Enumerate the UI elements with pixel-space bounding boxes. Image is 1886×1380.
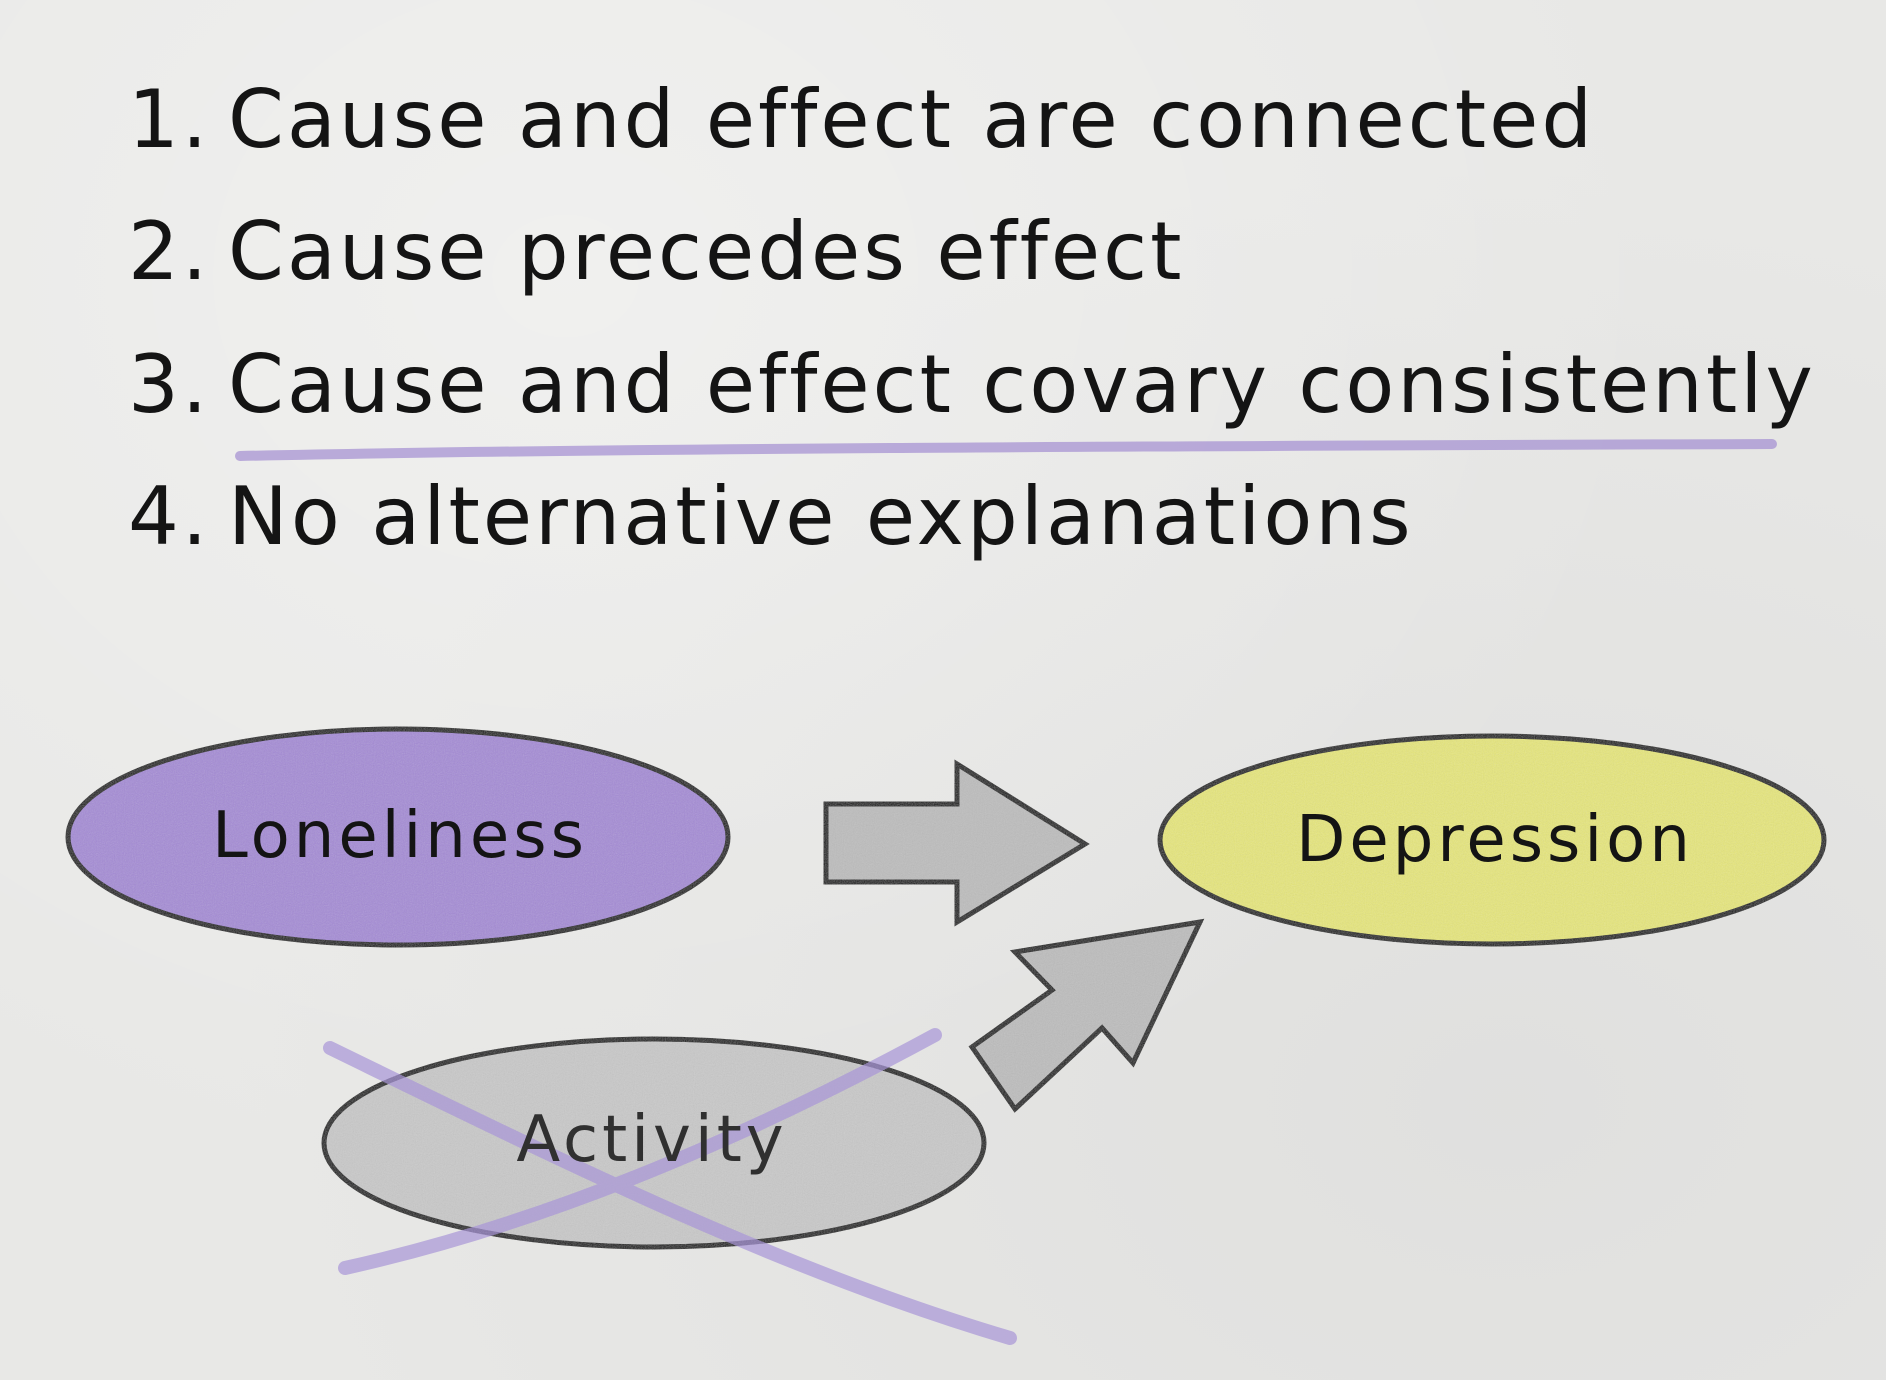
loneliness-label: Loneliness — [212, 799, 588, 873]
criteria-text: Cause and effect covary consistently — [228, 338, 1816, 431]
criteria-number: 2. — [128, 205, 211, 298]
criteria-item-2: 2.Cause precedes effect — [128, 212, 1184, 292]
activity-to-depression-arrow — [968, 918, 1205, 1113]
loneliness-node — [65, 726, 731, 948]
criteria-item-4: 4.No alternative explanations — [128, 477, 1414, 557]
criteria-number: 1. — [128, 73, 211, 166]
activity-crossout — [323, 1028, 1017, 1345]
depression-label: Depression — [1296, 803, 1694, 877]
criteria-item-3: 3.Cause and effect covary consistently — [128, 345, 1816, 425]
criteria-text: Cause and effect are connected — [228, 73, 1596, 166]
criteria-3-highlight — [235, 439, 1777, 461]
activity-label: Activity — [516, 1103, 788, 1177]
loneliness-to-depression-arrow — [823, 759, 1090, 927]
criteria-text: Cause precedes effect — [228, 205, 1185, 298]
criteria-text: No alternative explanations — [228, 470, 1414, 563]
criteria-number: 3. — [128, 338, 211, 431]
criteria-number: 4. — [128, 470, 211, 563]
depression-node — [1157, 733, 1827, 947]
criteria-item-1: 1.Cause and effect are connected — [128, 80, 1595, 160]
